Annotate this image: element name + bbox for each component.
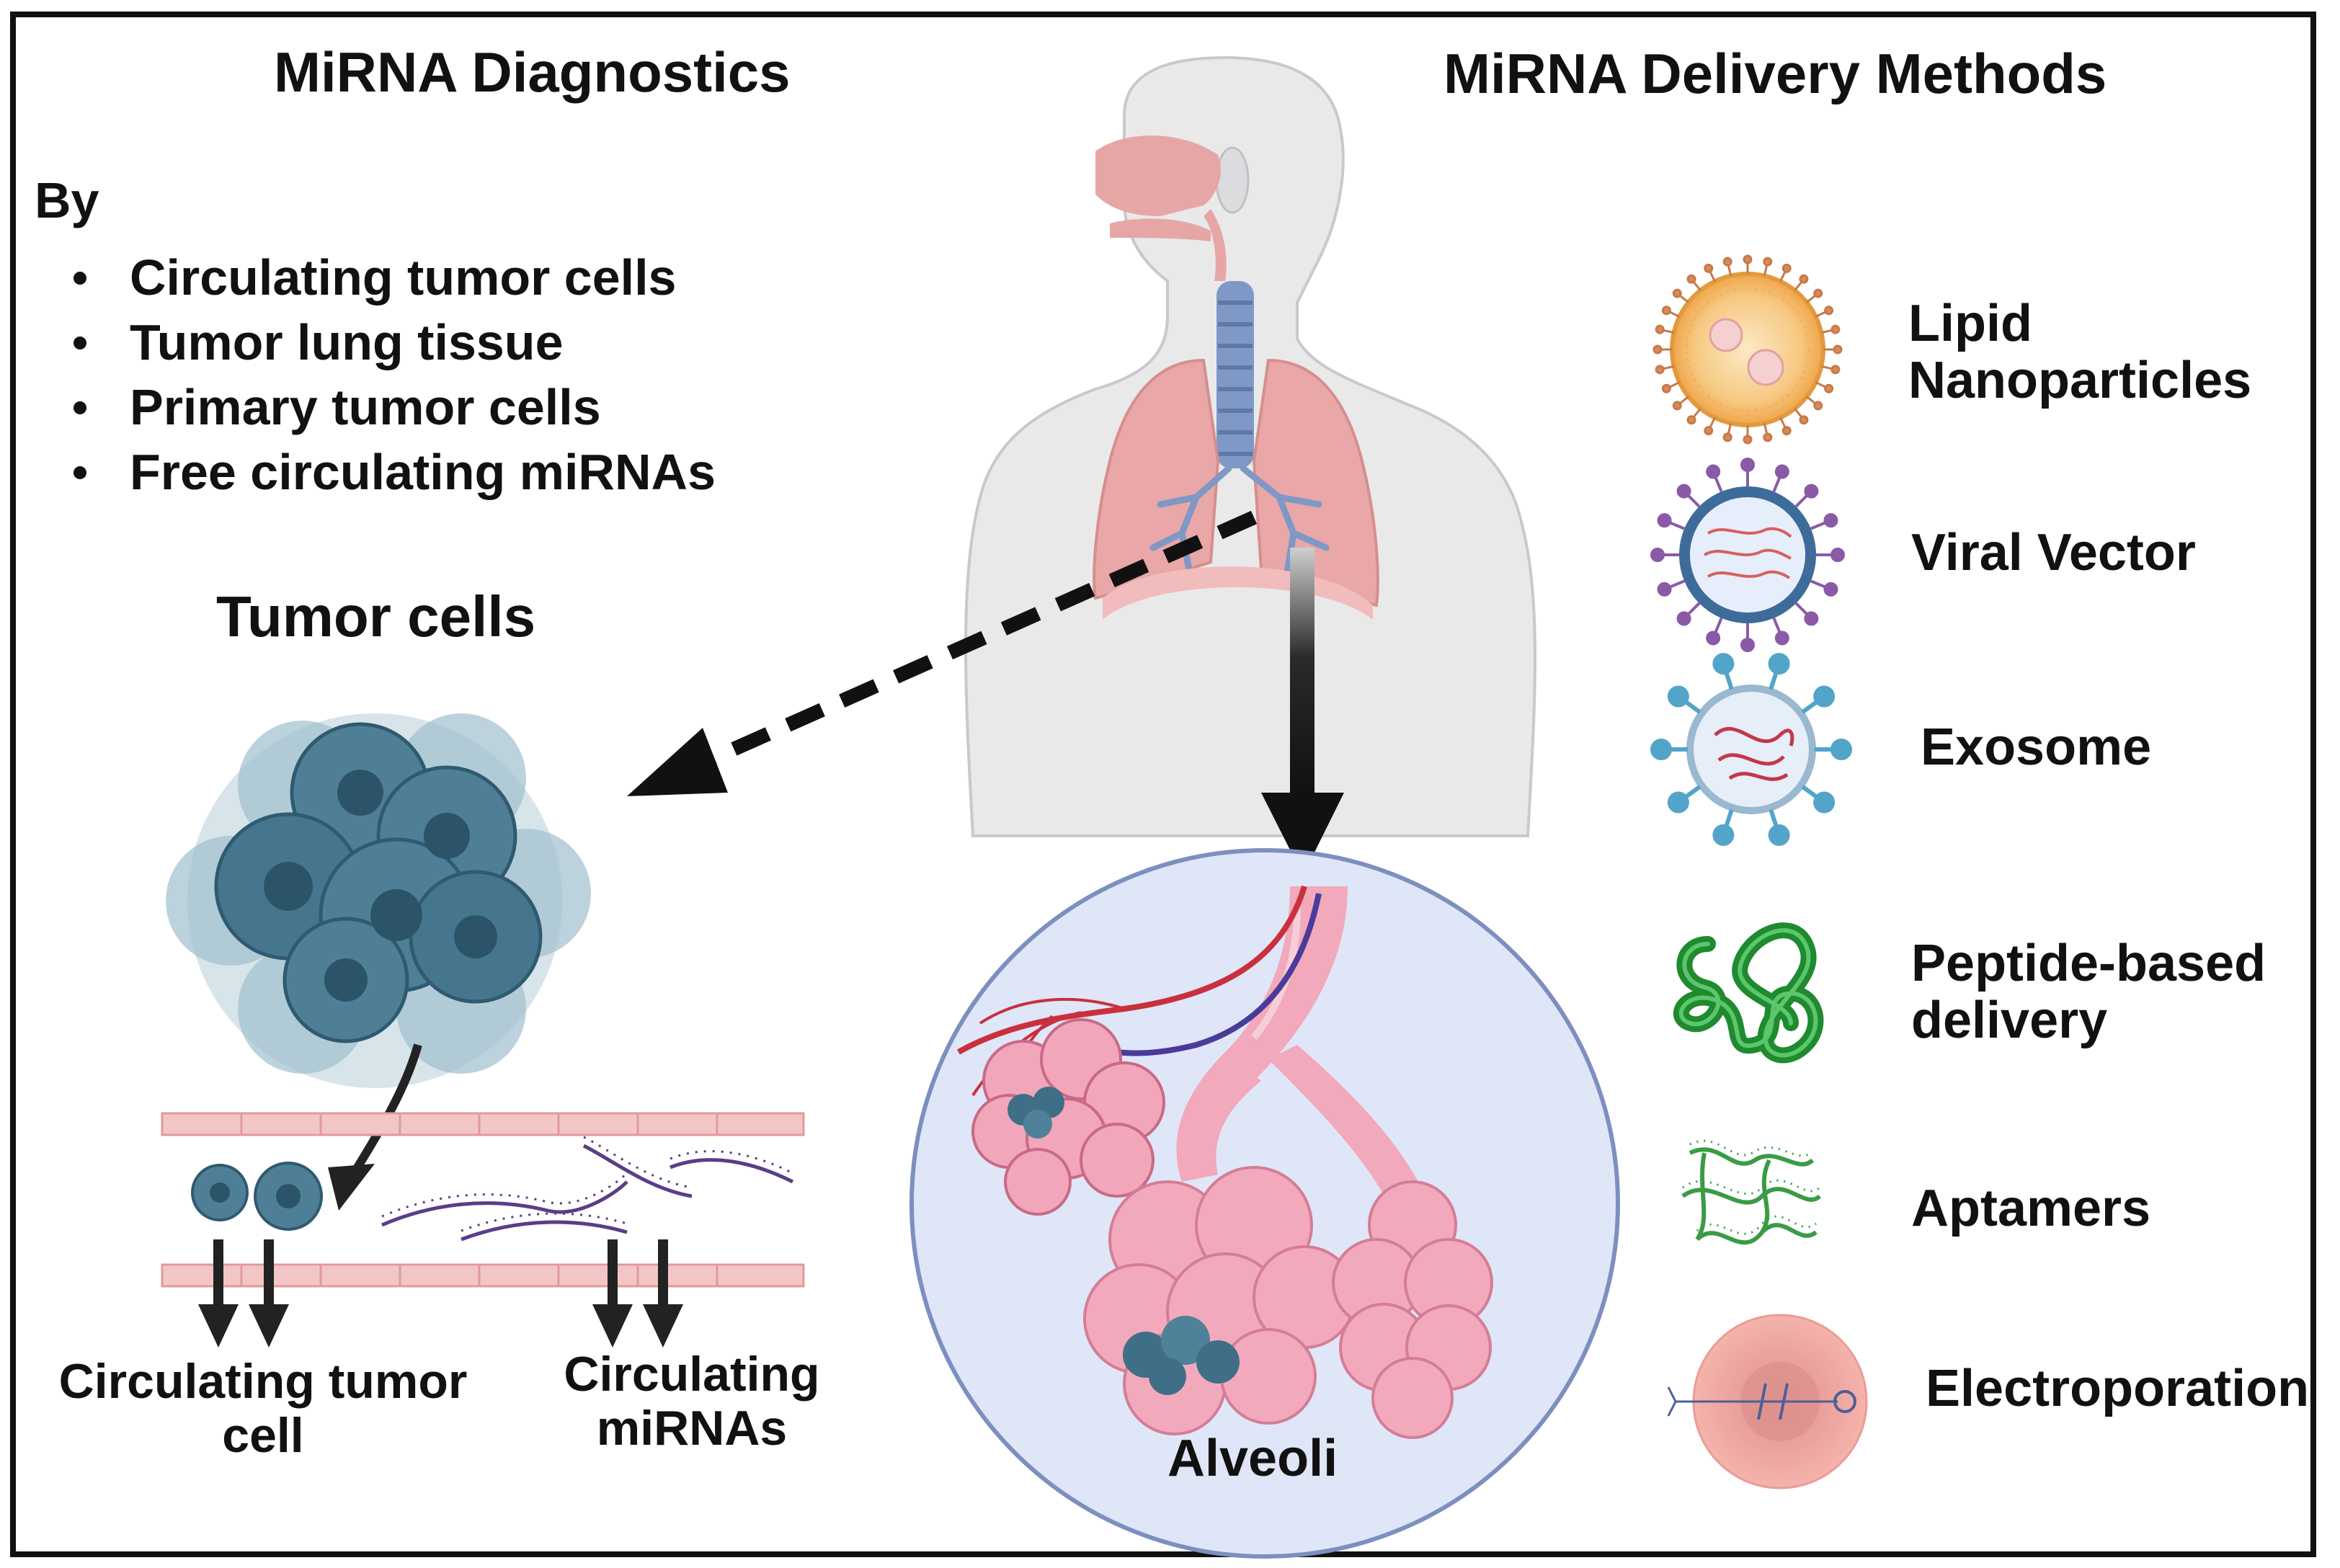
list-item: Circulating tumor cells bbox=[36, 245, 716, 310]
alveoli-label: Alveoli bbox=[1167, 1430, 1338, 1487]
lungs bbox=[1093, 358, 1379, 620]
bullet-icon bbox=[74, 337, 86, 349]
by-label: By bbox=[35, 172, 99, 228]
method-label-exosome: Exosome bbox=[1921, 718, 2152, 776]
tumor-cells-label: Tumor cells bbox=[216, 584, 536, 649]
bullet-icon bbox=[74, 466, 86, 479]
diagnostics-title: MiRNA Diagnostics bbox=[274, 40, 791, 104]
mirna-label: Circulating miRNAs bbox=[564, 1347, 820, 1456]
figure-frame bbox=[10, 12, 2316, 1557]
method-label-lipid: Lipid Nanoparticles bbox=[1908, 295, 2252, 410]
alveolar-sac-right bbox=[1332, 1180, 1493, 1439]
diagnostic-source-list: Circulating tumor cells Tumor lung tissu… bbox=[36, 245, 716, 504]
down-arrow bbox=[1261, 548, 1344, 876]
electroporation-icon bbox=[1667, 1314, 1868, 1489]
method-label-viral: Viral Vector bbox=[1911, 524, 2196, 582]
aptamer-icon bbox=[1681, 1139, 1822, 1245]
blood-vessel bbox=[161, 1112, 805, 1348]
lipid-nanoparticle-icon bbox=[1652, 254, 1843, 445]
method-label-aptamers: Aptamers bbox=[1911, 1180, 2151, 1237]
dashed-arrow bbox=[627, 510, 1258, 796]
bullet-icon bbox=[74, 401, 86, 414]
method-label-electroporation: Electroporation bbox=[1926, 1360, 2310, 1417]
exosome-icon bbox=[1650, 653, 1852, 846]
ctc-label: Circulating tumor cell bbox=[58, 1354, 468, 1463]
delivery-title: MiRNA Delivery Methods bbox=[1443, 42, 2107, 105]
bullet-icon bbox=[74, 272, 86, 285]
list-item: Primary tumor cells bbox=[36, 375, 716, 440]
alveolar-sac-left bbox=[971, 1018, 1165, 1216]
human-torso-illustration bbox=[964, 55, 1536, 837]
list-item: Tumor lung tissue bbox=[36, 310, 716, 375]
tumor-cell-cluster bbox=[166, 713, 591, 1088]
peptide-icon bbox=[1673, 922, 1824, 1064]
alveoli-inset bbox=[909, 848, 1620, 1559]
viral-vector-icon bbox=[1650, 458, 1845, 652]
list-item: Free circulating miRNAs bbox=[36, 440, 716, 504]
alveolar-sac-center bbox=[1083, 1166, 1356, 1435]
method-label-peptide: Peptide-based delivery bbox=[1911, 935, 2266, 1050]
trachea bbox=[1216, 281, 1254, 468]
